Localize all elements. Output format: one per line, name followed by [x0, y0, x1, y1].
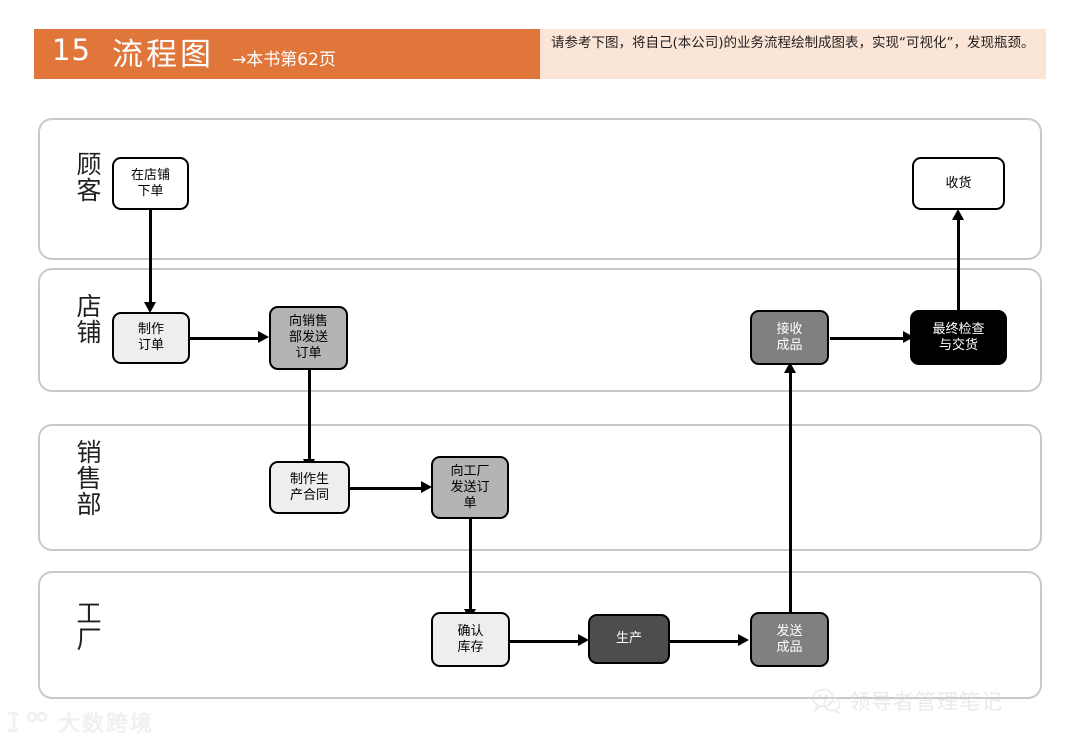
connector-final-check-to-receive-goods [957, 218, 960, 311]
node-receive-finished-product[interactable]: 接收成品 [750, 310, 829, 365]
swimlane-label-factory: 工厂 [76, 599, 102, 654]
swimlane-factory: 工厂 [38, 571, 1042, 699]
node-final-check-and-delivery[interactable]: 最终检查与交货 [910, 310, 1007, 365]
arrowhead-produce-to-send-finished [738, 634, 749, 646]
node-check-stock[interactable]: 确认库存 [431, 612, 510, 667]
arrowhead-order-to-create [144, 302, 156, 313]
node-create-order[interactable]: 制作订单 [112, 312, 190, 364]
node-receive-goods[interactable]: 收货 [912, 157, 1005, 210]
swimlane-sales-dept: 销售部 [38, 424, 1042, 551]
connector-send-factory-to-stock [469, 519, 472, 612]
node-send-finished-product[interactable]: 发送成品 [750, 612, 829, 667]
arrowhead-receive-to-final-check [903, 331, 914, 343]
arrowhead-send-finished-to-receive [784, 362, 796, 373]
connector-stock-to-produce [510, 640, 582, 643]
header-number: 15 [52, 33, 91, 67]
watermark-right: 领导者管理笔记 [812, 686, 1003, 716]
watermark-left: 大数跨境 [8, 706, 154, 738]
swimlane-customer: 顾客 [38, 118, 1042, 260]
header-accent-bar [34, 29, 540, 79]
swimlane-label-sales-dept: 销售部 [76, 438, 102, 519]
connector-produce-to-send-finished [670, 640, 742, 643]
connector-create-to-send-sales [190, 337, 262, 340]
page-title: 流程图 [112, 37, 214, 73]
arrowhead-final-check-to-receive-goods [952, 209, 964, 220]
watermark-left-text: 大数跨境 [58, 712, 155, 737]
node-make-production-contract[interactable]: 制作生产合同 [269, 461, 350, 514]
header-description: 请参考下图，将自己(本公司)的业务流程绘制成图表，实现“可视化”，发现瓶颈。 [551, 35, 1035, 51]
page-header: 15 流程图 →本书第62页 请参考下图，将自己(本公司)的业务流程绘制成图表，… [34, 29, 1046, 79]
connector-send-finished-to-receive [789, 372, 792, 612]
node-send-order-to-sales[interactable]: 向销售部发送订单 [269, 306, 348, 370]
node-produce[interactable]: 生产 [588, 614, 670, 664]
arrowhead-create-to-send-sales [258, 331, 269, 343]
watermark-right-text: 领导者管理笔记 [849, 690, 1003, 714]
node-order-in-store[interactable]: 在店铺下单 [112, 157, 189, 210]
arrowhead-stock-to-produce [578, 634, 589, 646]
connector-send-sales-to-contract [308, 369, 311, 462]
header-subtitle: →本书第62页 [232, 50, 336, 70]
swimlane-label-store: 店铺 [76, 292, 102, 347]
arrowhead-contract-to-send-factory [421, 481, 432, 493]
connector-receive-to-final-check [830, 337, 908, 340]
connector-contract-to-send-factory [350, 487, 425, 490]
node-send-order-to-factory[interactable]: 向工厂发送订单 [431, 456, 509, 519]
connector-order-to-create [149, 210, 152, 305]
wechat-icon [812, 688, 841, 714]
swimlane-store: 店铺 [38, 268, 1042, 392]
swimlane-label-customer: 顾客 [76, 150, 102, 205]
dashukuajing-logo [8, 711, 48, 733]
